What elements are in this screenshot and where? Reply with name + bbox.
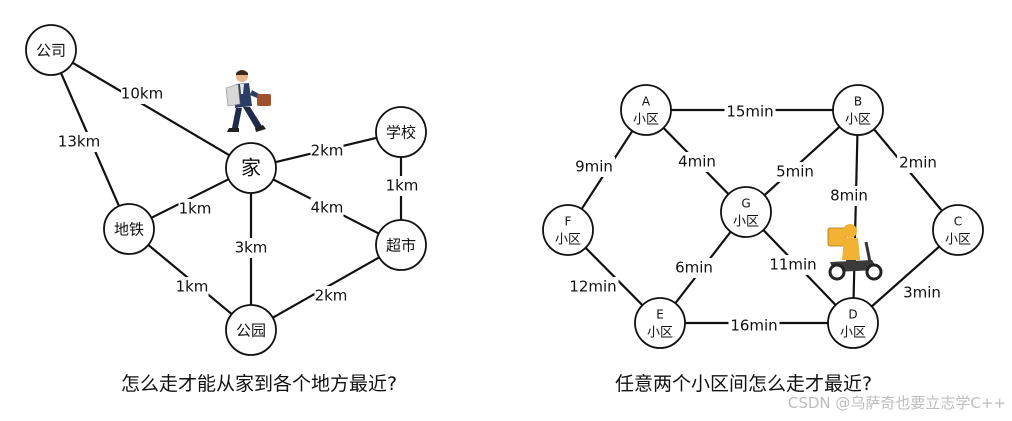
node-circle bbox=[634, 297, 686, 349]
node-circle bbox=[225, 304, 277, 356]
node-label: 地铁 bbox=[114, 221, 144, 239]
node-letter: D bbox=[848, 308, 857, 322]
node-circle bbox=[225, 142, 277, 194]
left-edge-label: 2km bbox=[315, 287, 348, 305]
right-edge-label: 5min bbox=[776, 163, 814, 181]
node-letter: F bbox=[565, 215, 572, 229]
right-node-A: A 小区 bbox=[620, 84, 672, 136]
walking-businessman-illustration bbox=[225, 70, 271, 132]
right-node-B: B 小区 bbox=[832, 84, 884, 136]
left-caption: 怎么走才能从家到各个地方最近? bbox=[121, 373, 398, 395]
node-sublabel: 小区 bbox=[733, 215, 759, 230]
right-edge-B-D bbox=[852, 134, 859, 299]
node-circle bbox=[832, 84, 884, 136]
right-edge-label: 3min bbox=[903, 284, 941, 302]
node-letter: A bbox=[642, 95, 651, 109]
node-circle bbox=[375, 106, 427, 158]
left-node-metro: 地铁 bbox=[103, 203, 155, 255]
node-sublabel: 小区 bbox=[633, 113, 659, 128]
left-edge-label: 1km bbox=[176, 278, 209, 296]
node-label: 公园 bbox=[236, 322, 266, 340]
right-node-F: F 小区 bbox=[542, 204, 594, 256]
node-letter: B bbox=[854, 95, 862, 109]
left-edge-label: 2km bbox=[311, 142, 344, 160]
left-edge-label: 1km bbox=[386, 177, 419, 195]
right-edge-C-D bbox=[870, 245, 941, 308]
left-edge-label: 1km bbox=[179, 200, 212, 218]
node-letter: C bbox=[954, 215, 962, 229]
node-circle bbox=[827, 297, 879, 349]
node-label: 学校 bbox=[386, 124, 416, 142]
right-edge-label: 4min bbox=[678, 153, 716, 171]
node-letter: E bbox=[656, 308, 664, 322]
left-node-school: 学校 bbox=[375, 106, 427, 158]
left-edge-home-metro bbox=[150, 178, 230, 219]
node-sublabel: 小区 bbox=[555, 233, 581, 248]
left-edge-label: 4km bbox=[311, 199, 344, 217]
right-node-D: D 小区 bbox=[827, 297, 879, 349]
node-letter: G bbox=[741, 197, 750, 211]
left-edge-label: 10km bbox=[121, 85, 163, 103]
node-label: 公司 bbox=[36, 42, 66, 60]
node-sublabel: 小区 bbox=[647, 326, 673, 341]
node-circle bbox=[375, 219, 427, 271]
left-edge-company-home bbox=[71, 61, 231, 157]
left-edge-label: 13km bbox=[58, 133, 100, 151]
delivery-scooter-rider-illustration bbox=[827, 224, 883, 281]
right-node-C: C 小区 bbox=[932, 204, 984, 256]
node-circle bbox=[103, 203, 155, 255]
right-edge-label: 2min bbox=[899, 154, 937, 172]
right-edge-F-E bbox=[584, 246, 644, 307]
right-edge-label: 15min bbox=[726, 103, 773, 121]
right-node-E: E 小区 bbox=[634, 297, 686, 349]
right-caption: 任意两个小区间怎么走才最近? bbox=[615, 373, 873, 395]
right-edge-label: 6min bbox=[675, 259, 713, 277]
node-circle bbox=[542, 204, 594, 256]
left-node-supermarket: 超市 bbox=[375, 219, 427, 271]
right-edge-label: 8min bbox=[830, 187, 868, 205]
right-edge-label: 9min bbox=[575, 158, 613, 176]
right-edge-label: 16min bbox=[730, 317, 777, 335]
right-edge-label: 11min bbox=[769, 256, 816, 274]
node-sublabel: 小区 bbox=[945, 233, 971, 248]
node-circle bbox=[932, 204, 984, 256]
node-circle bbox=[720, 186, 772, 238]
left-node-park: 公园 bbox=[225, 304, 277, 356]
right-node-G: G 小区 bbox=[720, 186, 772, 238]
right-edge-label: 12min bbox=[569, 278, 616, 296]
node-sublabel: 小区 bbox=[845, 113, 871, 128]
node-label: 家 bbox=[241, 156, 261, 180]
csdn-watermark: CSDN @乌萨奇也要立志学C++ bbox=[787, 394, 1006, 412]
node-circle bbox=[620, 84, 672, 136]
node-circle bbox=[25, 24, 77, 76]
right-edge-B-G bbox=[763, 126, 841, 196]
node-sublabel: 小区 bbox=[840, 326, 866, 341]
left-node-company: 公司 bbox=[25, 24, 77, 76]
left-node-home: 家 bbox=[225, 142, 277, 194]
left-edge-label: 3km bbox=[235, 239, 268, 257]
node-label: 超市 bbox=[386, 237, 416, 255]
